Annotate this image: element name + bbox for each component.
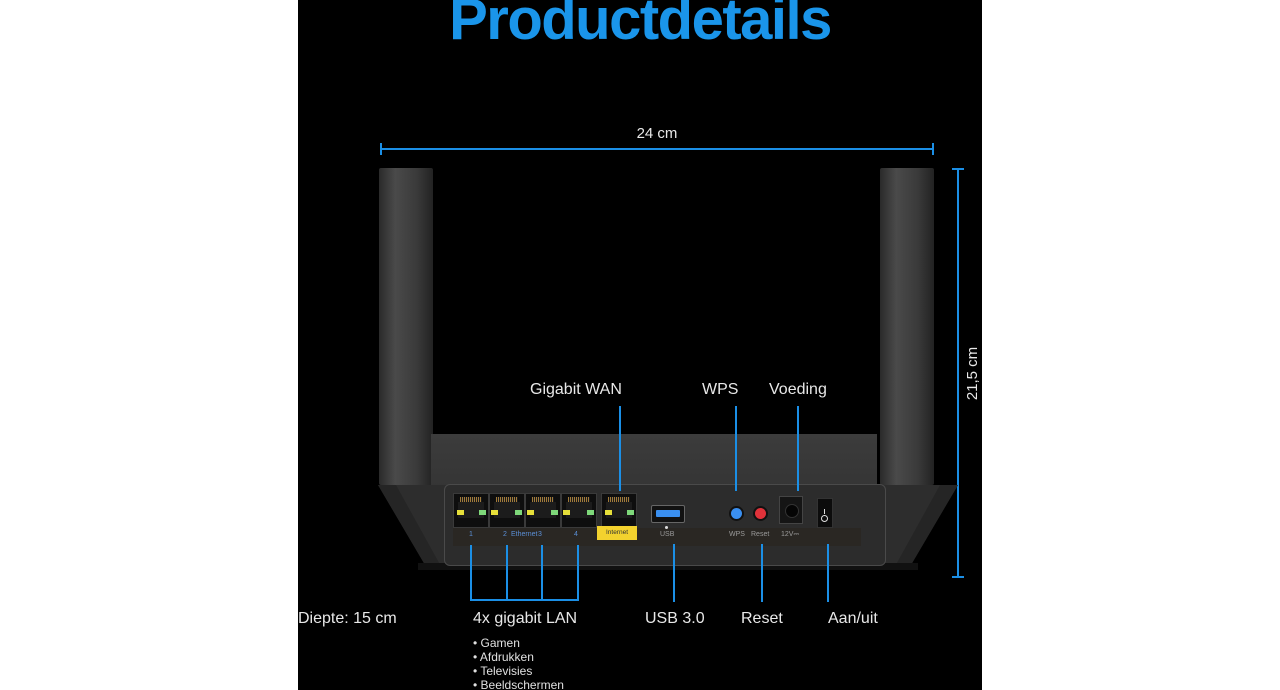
router-backplate: 1 2 Ethernet 3 4 Internet USB WPS Reset … [444,484,886,566]
port-label-4: 4 [574,531,578,538]
power-switch [817,498,833,528]
power-label: 12V⎓ [781,531,800,538]
led-icon [527,510,534,515]
wps-label: WPS [729,531,745,538]
height-dimension-label: 21,5 cm [964,346,982,401]
callout-usb: USB 3.0 [645,610,705,627]
antenna-right [880,168,934,485]
lan-use-item: • Televisies [473,664,533,678]
lan-use-item: • Afdrukken [473,650,534,664]
led-icon [587,510,594,515]
lan-port-2 [489,493,525,528]
label-strip [453,528,861,546]
lan-use-item: • Gamen [473,636,520,650]
port-label-1: 1 [469,531,473,538]
callout-line-power [797,406,799,491]
callout-gigabit-wan: Gigabit WAN [530,381,622,398]
antenna-left [379,168,433,485]
callout-bracket-lan [470,599,579,601]
led-icon [605,510,612,515]
callout-line-wps [735,406,737,491]
callout-line-usb [673,544,675,602]
led-icon [479,510,486,515]
callout-line-wan [619,406,621,491]
led-icon [491,510,498,515]
usb-dot-icon [665,526,668,529]
height-dimension-tick-top [952,168,964,170]
usb-port [651,505,685,523]
height-dimension-tick-bottom [952,576,964,578]
lan-use-item: • Beeldschermen [473,678,564,690]
callout-voeding: Voeding [769,381,827,398]
port-label-2: 2 [503,531,507,538]
height-dimension-line [957,169,959,577]
width-dimension-line [380,148,934,150]
power-jack [779,496,803,524]
led-icon [515,510,522,515]
wps-button [731,508,742,519]
switch-off-icon [821,515,828,522]
led-icon [627,510,634,515]
lan-uses-list: • Gamen • Afdrukken • Televisies • Beeld… [473,636,564,690]
callout-line-onoff [827,544,829,602]
callout-line-lan-1 [470,545,472,601]
lan-port-1 [453,493,489,528]
callout-lan: 4x gigabit LAN [473,610,578,627]
callout-line-lan-4 [577,545,579,601]
callout-wps: WPS [702,381,739,398]
callout-line-reset [761,544,763,602]
page-title: Productdetails [449,0,832,52]
width-dimension-tick-right [932,143,934,155]
ethernet-label: Ethernet [511,531,538,538]
callout-onoff: Aan/uit [828,610,878,627]
led-icon [457,510,464,515]
internet-label: Internet [597,526,637,540]
usb-label: USB [660,531,675,538]
callout-line-lan-2 [506,545,508,601]
port-label-3: 3 [538,531,542,538]
depth-label: Diepte: 15 cm [298,610,397,627]
switch-on-icon [824,509,825,514]
callout-reset: Reset [741,610,783,627]
led-icon [551,510,558,515]
callout-line-lan-3 [541,545,543,601]
reset-button [755,508,766,519]
led-icon [563,510,570,515]
product-details-panel: Productdetails 24 cm 21,5 cm 1 2 [298,0,982,690]
width-dimension-label: 24 cm [636,125,678,142]
reset-label: Reset [751,531,770,538]
width-dimension-tick-left [380,143,382,155]
